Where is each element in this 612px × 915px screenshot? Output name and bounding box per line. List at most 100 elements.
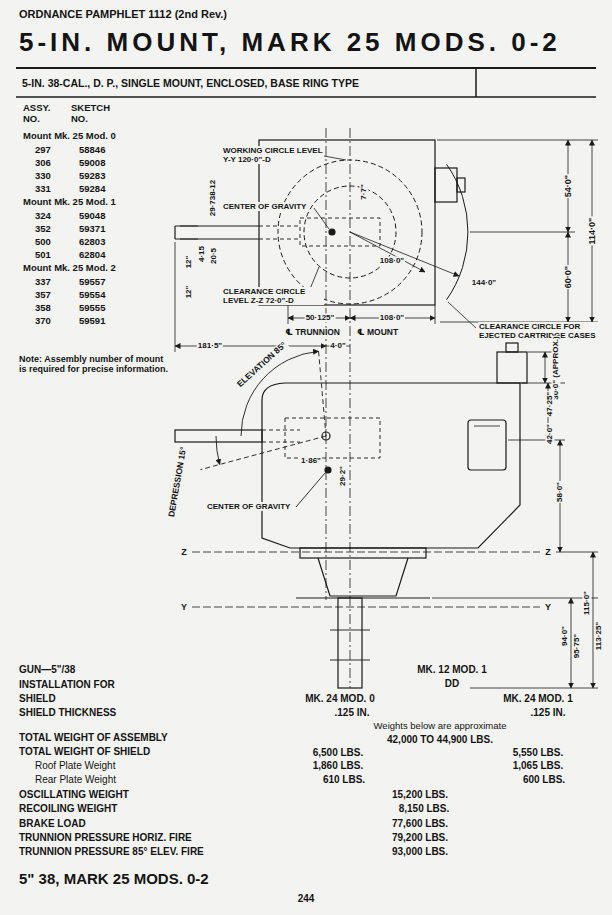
table-cell: 59048 (78, 211, 106, 222)
dimension-label: 94·0" (560, 625, 569, 647)
spec-value: 15,200 LBS. (391, 789, 449, 801)
center-lines (350, 128, 351, 688)
spec-value: Weights below are approximate (373, 721, 508, 732)
dimension-label: 108·0" (379, 256, 405, 265)
callout-label: ELEVATION 85° (235, 340, 290, 390)
level-marker: Y (180, 602, 188, 612)
spec-value: 610 LBS. (322, 774, 366, 786)
table-cell: 62804 (78, 250, 106, 261)
dimension-label: 113·25" (594, 621, 603, 651)
callout-label: CENTER OF GRAVITY (206, 502, 291, 511)
elevation-dimensions (470, 688, 598, 689)
spec-row-label: OSCILLATING WEIGHT (18, 789, 130, 801)
column-heading: SKETCH NO. (70, 103, 122, 125)
table-cell: 330 (34, 171, 52, 182)
dimension-label: 12" (184, 285, 193, 300)
header-band: 5-IN. 38-CAL., D. P., SINGLE MOUNT, ENCL… (18, 70, 474, 96)
callout-label: ℄ MOUNT (356, 328, 399, 338)
plan-dimensions (470, 232, 575, 233)
dimension-label: 20·5 (209, 247, 218, 265)
callout-label: DEPRESSION 15° (167, 445, 189, 519)
table-cell: 59591 (78, 316, 106, 327)
callout-label: CLEARANCE CIRCLE FOR EJECTED CARTRIDGE C… (478, 322, 606, 340)
table-cell: 331 (34, 184, 52, 195)
elevation-view (175, 343, 527, 688)
elevation-view (330, 630, 370, 631)
callout-label: WORKING CIRCLE LEVEL Y-Y 120·0"-D (222, 146, 324, 164)
plan-view (175, 140, 468, 305)
spec-row-label: SHIELD THICKNESS (18, 707, 117, 719)
plan-dimensions (310, 267, 319, 289)
plan-dimensions (435, 305, 436, 324)
plan-dimensions (314, 208, 329, 229)
callout-label: CLEARANCE CIRCLE LEVEL Z-Z 72·0"-D (222, 287, 324, 305)
spec-value: 1,860 LBS. (312, 760, 365, 772)
spec-row-label: INSTALLATION FOR (18, 679, 116, 691)
dimension-label: 58·0" (555, 481, 564, 503)
spec-value: DD (444, 678, 460, 690)
spec-value: MK. 12 MOD. 1 (416, 664, 487, 676)
plan-dimensions (437, 140, 598, 141)
dimension-label: 60·0" (563, 265, 573, 289)
plan-view (174, 226, 175, 239)
elevation-view (285, 418, 380, 458)
plan-view (447, 164, 468, 299)
plan-view (350, 232, 425, 272)
table-cell: 500 (34, 237, 52, 248)
elevation-view (175, 430, 262, 442)
elevation-view (497, 352, 527, 383)
elevation-view (318, 558, 408, 596)
table-cell: 306 (34, 158, 52, 169)
level-marker: Z (544, 547, 552, 557)
footer-text: 5" 38, MARK 25 MODS. 0-2 (18, 870, 210, 887)
table-cell: 324 (34, 211, 52, 222)
dimension-label: 181·5" (197, 341, 223, 350)
dimension-label: 50·125" (305, 313, 336, 322)
spec-value: 6,500 LBS. (312, 747, 365, 759)
level-lines (192, 552, 540, 553)
dimension-label: 42·0" (545, 423, 554, 445)
spec-row-label: SHIELD (18, 693, 57, 705)
dimension-label: 12" (184, 255, 193, 270)
spec-value: 600 LBS. (522, 774, 566, 786)
dimension-label: 4·15 (197, 245, 206, 263)
callout-label: CENTER OF GRAVITY (222, 202, 307, 211)
plan-dimensions (324, 156, 346, 160)
elevation-dimensions (593, 552, 594, 688)
elevation-dimensions (556, 552, 598, 553)
plan-view (435, 168, 457, 202)
spec-value: 93,000 LBS. (391, 846, 449, 858)
plan-view (175, 238, 259, 239)
elevation-dimensions (432, 352, 598, 688)
elevation-dimensions (545, 352, 546, 383)
elevation-view (474, 426, 500, 427)
level-lines (192, 552, 540, 607)
plan-dimensions (180, 239, 198, 240)
elevation-view (338, 598, 362, 688)
page-number: 244 (297, 893, 316, 905)
spec-value: .125 IN. (529, 707, 566, 719)
table-cell: 62803 (78, 237, 106, 248)
dimension-label: 144·0" (471, 278, 497, 287)
elevation-arcs (200, 436, 326, 470)
elevation-dimensions (432, 598, 598, 599)
elevation-view (330, 660, 370, 661)
elevation-view (262, 430, 300, 431)
page-title: 5-IN. MOUNT, MARK 25 MODS. 0-2 (18, 28, 562, 58)
spec-value: 8,150 LBS. (398, 803, 451, 815)
plan-view (259, 140, 435, 305)
spec-value: .125 IN. (333, 707, 370, 719)
elevation-arcs (318, 348, 326, 436)
group-heading: Mount Mk. 25 Mod. 0 (22, 131, 117, 142)
spec-value: 42,000 TO 44,900 LBS. (386, 734, 494, 746)
table-cell: 59283 (78, 171, 106, 182)
spec-value: 77,600 LBS. (391, 818, 449, 830)
elevation-view (262, 383, 520, 548)
dimension-label: 29·2" (338, 465, 347, 487)
group-heading: Mount Mk. 25 Mod. 1 (22, 197, 117, 208)
elevation-view (506, 343, 518, 352)
spec-value: MK. 24 MOD. 1 (502, 693, 573, 705)
elevation-view (468, 420, 506, 470)
plan-dimensions (175, 242, 176, 352)
